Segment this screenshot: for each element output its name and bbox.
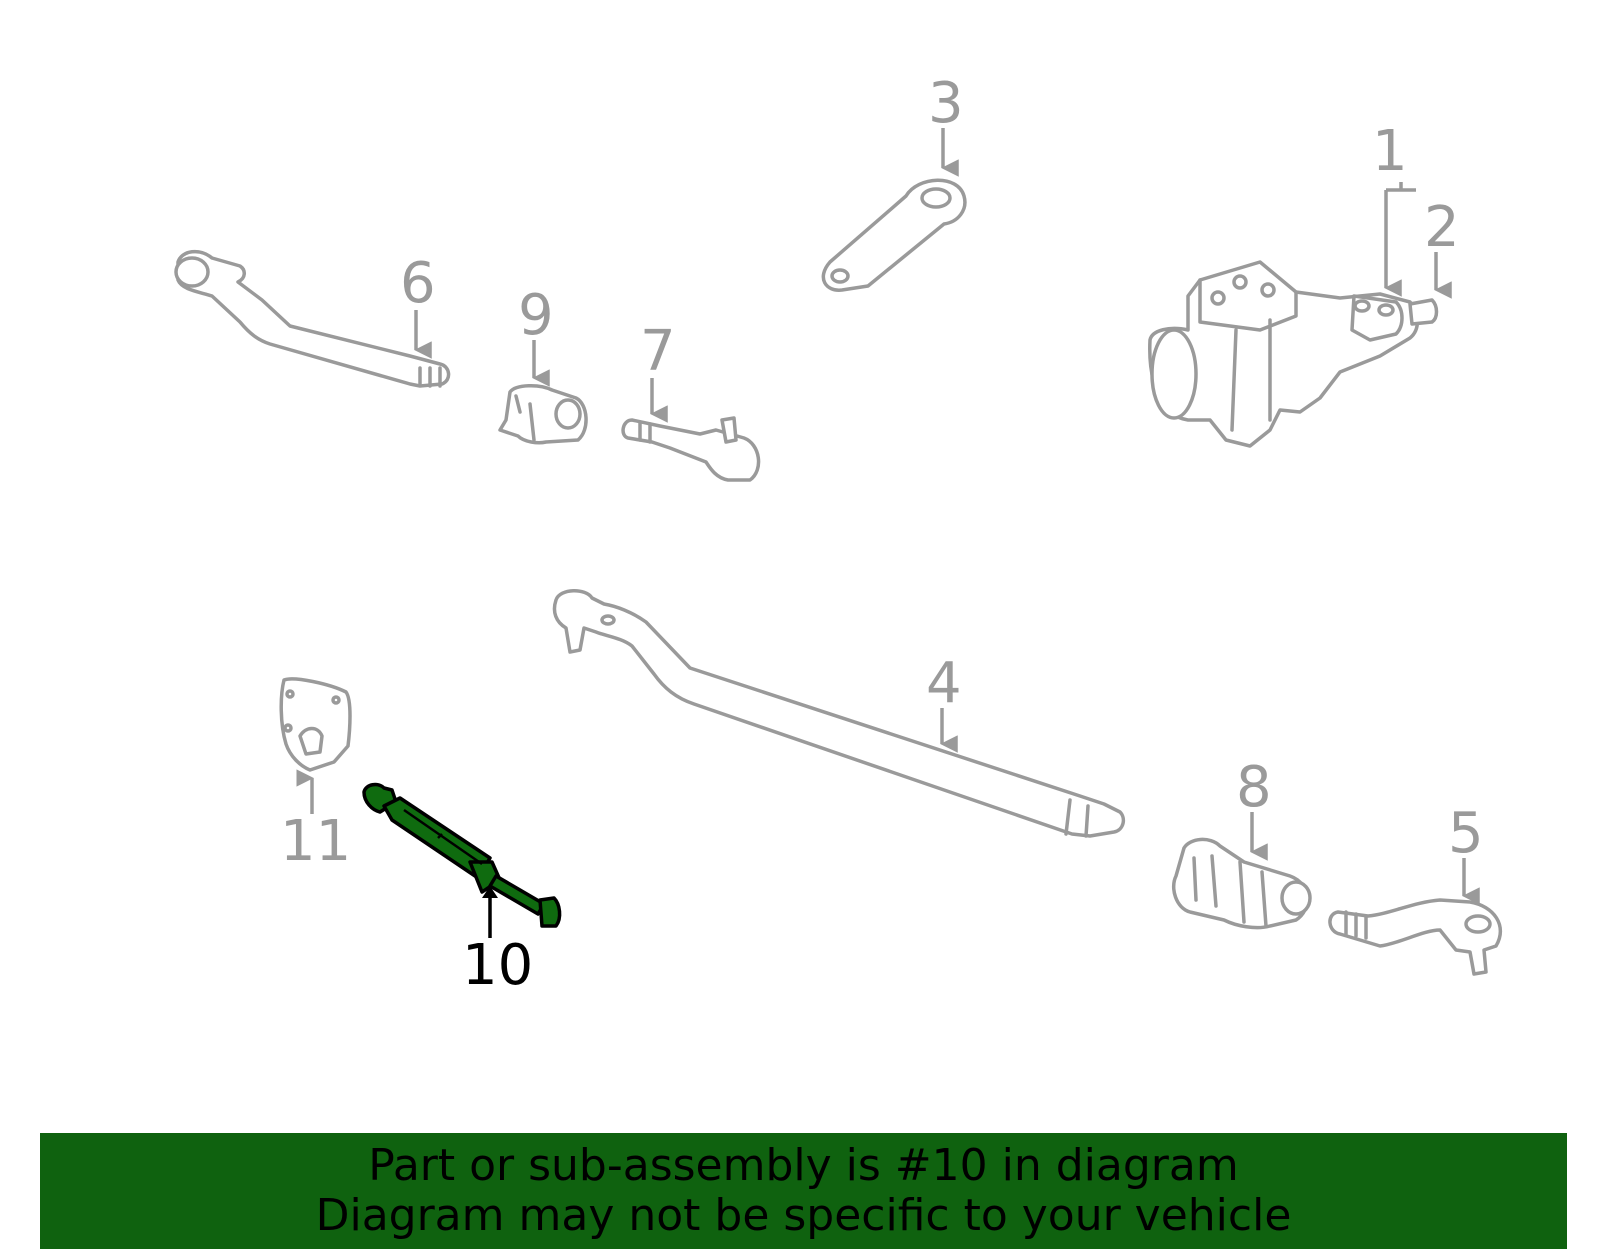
callout-10: 10 bbox=[462, 933, 533, 998]
part-8-bracket[interactable] bbox=[1171, 837, 1312, 930]
callout-1: 1 bbox=[1372, 119, 1408, 184]
banner-line-2: Diagram may not be specific to your vehi… bbox=[315, 1190, 1292, 1241]
part-10-steering-damper[interactable] bbox=[362, 782, 562, 928]
part-6-drag-link[interactable] bbox=[174, 249, 451, 388]
part-5-tie-rod-end[interactable] bbox=[1328, 898, 1503, 976]
callout-leaders bbox=[296, 128, 1480, 938]
part-1-steering-gear[interactable] bbox=[1148, 260, 1439, 448]
callout-7: 7 bbox=[640, 319, 676, 384]
part-11-bracket[interactable] bbox=[279, 677, 352, 772]
callout-2: 2 bbox=[1424, 195, 1460, 260]
callout-3: 3 bbox=[928, 71, 964, 136]
part-9-bracket[interactable] bbox=[498, 384, 588, 445]
callout-6: 6 bbox=[400, 251, 436, 316]
callout-11: 11 bbox=[280, 809, 351, 874]
callout-5: 5 bbox=[1448, 801, 1484, 866]
callout-8: 8 bbox=[1236, 755, 1272, 820]
part-4-tie-rod[interactable] bbox=[552, 589, 1126, 838]
callout-4: 4 bbox=[926, 651, 962, 716]
part-3-pitman-arm[interactable] bbox=[821, 178, 967, 292]
info-banner: Part or sub-assembly is #10 in diagram D… bbox=[40, 1133, 1567, 1249]
callout-labels: 1 2 3 4 5 6 7 8 9 10 11 bbox=[280, 71, 1484, 998]
callout-9: 9 bbox=[518, 283, 554, 348]
part-7-tie-rod-end[interactable] bbox=[621, 416, 761, 482]
banner-line-1: Part or sub-assembly is #10 in diagram bbox=[368, 1140, 1239, 1191]
